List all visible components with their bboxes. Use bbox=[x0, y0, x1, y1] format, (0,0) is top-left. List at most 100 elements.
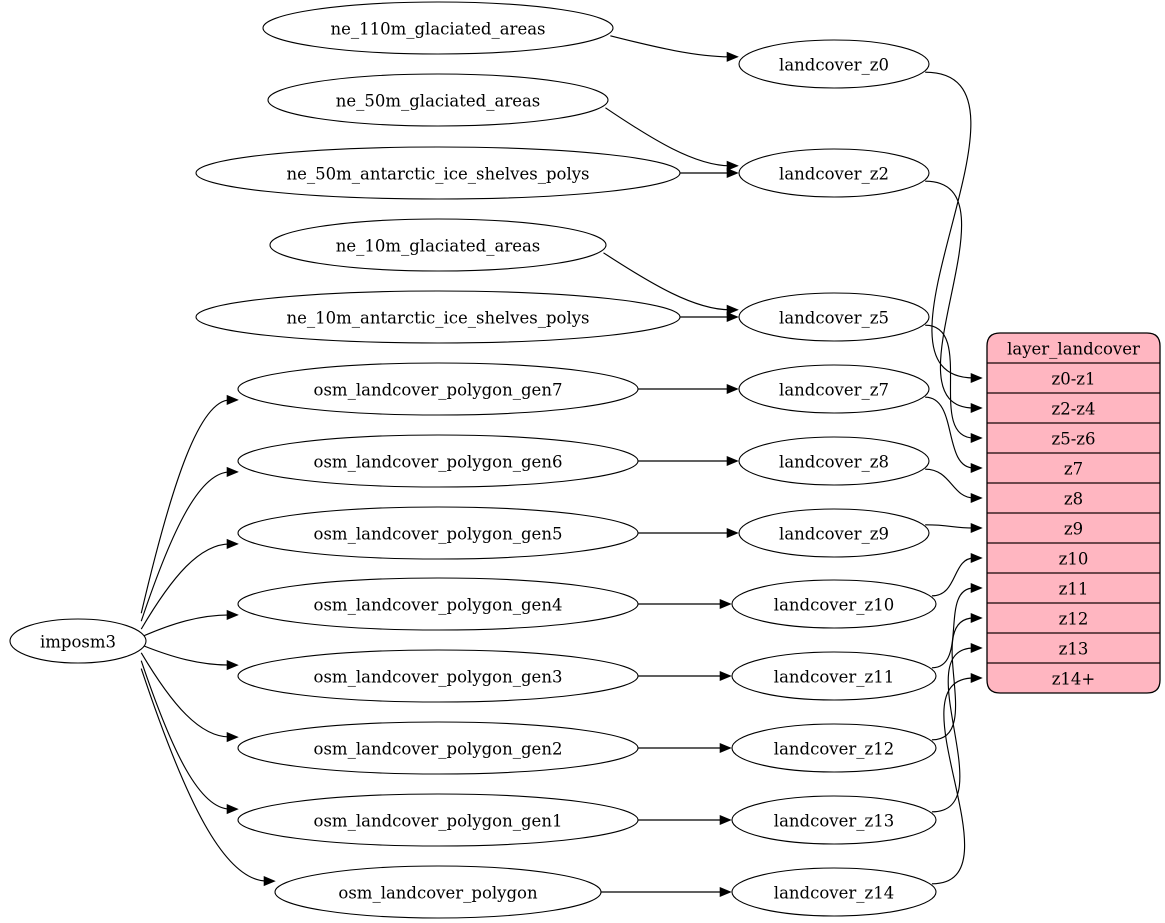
landcover-node-landcover_z10[interactable]: landcover_z10 bbox=[731, 579, 937, 629]
osm-node-osm_landcover_polygon_gen7[interactable]: osm_landcover_polygon_gen7 bbox=[237, 362, 639, 416]
landcover-node-landcover_z14[interactable]: landcover_z14 bbox=[731, 867, 937, 917]
arrow-head bbox=[970, 522, 983, 534]
node-shape-ne_110m_glaciated_areas bbox=[262, 1, 614, 55]
node-shape-landcover_z14 bbox=[731, 867, 937, 917]
node-shape-landcover_z0 bbox=[738, 39, 930, 89]
node-label-imposm3: imposm3 bbox=[40, 633, 116, 652]
node-label-landcover_z10: landcover_z10 bbox=[774, 596, 894, 615]
ne-node-ne_50m_antarctic_ice_shelves_polys[interactable]: ne_50m_antarctic_ice_shelves_polys bbox=[195, 146, 681, 200]
node-label-ne_110m_glaciated_areas: ne_110m_glaciated_areas bbox=[330, 20, 545, 39]
node-shape-landcover_z12 bbox=[731, 723, 937, 773]
node-shape-osm_landcover_polygon_gen4 bbox=[237, 577, 639, 631]
landcover-node-landcover_z13[interactable]: landcover_z13 bbox=[731, 795, 937, 845]
table-row-label-z2-z4: z2-z4 bbox=[1052, 400, 1096, 419]
osm-node-osm_landcover_polygon_gen6[interactable]: osm_landcover_polygon_gen6 bbox=[237, 434, 639, 488]
arrow-head bbox=[970, 372, 983, 384]
arrow-head bbox=[970, 492, 983, 504]
ne-node-ne_50m_glaciated_areas[interactable]: ne_50m_glaciated_areas bbox=[267, 73, 609, 127]
node-label-landcover_z2: landcover_z2 bbox=[779, 165, 889, 184]
node-label-landcover_z5: landcover_z5 bbox=[779, 309, 889, 328]
table-row-z0-z1[interactable]: z0-z1 bbox=[987, 362, 1160, 389]
node-label-landcover_z14: landcover_z14 bbox=[774, 884, 894, 903]
arrow-head bbox=[726, 51, 739, 62]
osm-node-osm_landcover_polygon[interactable]: osm_landcover_polygon bbox=[274, 865, 602, 919]
arrow-head bbox=[719, 886, 732, 898]
landcover-node-landcover_z7[interactable]: landcover_z7 bbox=[738, 364, 930, 414]
arrow-head bbox=[970, 432, 983, 444]
osm-node-osm_landcover_polygon_gen1[interactable]: osm_landcover_polygon_gen1 bbox=[237, 793, 639, 847]
osm-node-osm_landcover_polygon_gen5[interactable]: osm_landcover_polygon_gen5 bbox=[237, 506, 639, 560]
arrow-head bbox=[726, 527, 739, 539]
table-row-z11[interactable]: z11 bbox=[987, 572, 1160, 599]
node-label-osm_landcover_polygon_gen4: osm_landcover_polygon_gen4 bbox=[314, 596, 563, 615]
table-row-z13[interactable]: z13 bbox=[987, 632, 1160, 659]
landcover-node-landcover_z11[interactable]: landcover_z11 bbox=[731, 651, 937, 701]
edge-landcover_z11-to-layer_landcover-z11 bbox=[931, 587, 975, 669]
table-row-z5-z6[interactable]: z5-z6 bbox=[987, 422, 1160, 449]
node-label-osm_landcover_polygon_gen2: osm_landcover_polygon_gen2 bbox=[314, 740, 563, 759]
landcover-node-landcover_z8[interactable]: landcover_z8 bbox=[738, 436, 930, 486]
arrow-head bbox=[726, 383, 739, 395]
node-label-ne_50m_glaciated_areas: ne_50m_glaciated_areas bbox=[336, 92, 541, 111]
ne-node-ne_10m_glaciated_areas[interactable]: ne_10m_glaciated_areas bbox=[269, 218, 607, 272]
edge-landcover_z14-to-layer_landcover-z14- bbox=[931, 677, 975, 885]
source-node-imposm3[interactable]: imposm3 bbox=[9, 618, 147, 664]
node-shape-osm_landcover_polygon_gen3 bbox=[237, 649, 639, 703]
node-label-ne_10m_antarctic_ice_shelves_polys: ne_10m_antarctic_ice_shelves_polys bbox=[286, 309, 589, 328]
edge-landcover_z7-to-layer_landcover-z7 bbox=[925, 396, 975, 469]
osm-node-osm_landcover_polygon_gen3[interactable]: osm_landcover_polygon_gen3 bbox=[237, 649, 639, 703]
arrow-head bbox=[719, 670, 732, 682]
table-row-z8[interactable]: z8 bbox=[987, 482, 1160, 509]
arrow-head bbox=[226, 609, 239, 620]
arrow-head bbox=[970, 552, 983, 564]
osm-node-osm_landcover_polygon_gen2[interactable]: osm_landcover_polygon_gen2 bbox=[237, 721, 639, 775]
table-header-label: layer_landcover bbox=[1007, 340, 1140, 359]
node-label-osm_landcover_polygon_gen7: osm_landcover_polygon_gen7 bbox=[314, 381, 563, 400]
table-row-z12[interactable]: z12 bbox=[987, 602, 1160, 629]
edge-landcover_z10-to-layer_landcover-z10 bbox=[931, 557, 975, 597]
node-shape-landcover_z13 bbox=[731, 795, 937, 845]
table-row-label-z11: z11 bbox=[1059, 580, 1089, 599]
arrow-head bbox=[970, 612, 983, 624]
landcover-node-landcover_z2[interactable]: landcover_z2 bbox=[738, 148, 930, 198]
edge-landcover_z2-to-layer_landcover-z2-z4 bbox=[925, 180, 975, 409]
landcover-node-landcover_z12[interactable]: landcover_z12 bbox=[731, 723, 937, 773]
table-row-z14+[interactable]: z14+ bbox=[987, 662, 1160, 689]
node-shape-ne_50m_glaciated_areas bbox=[267, 73, 609, 127]
osm-node-osm_landcover_polygon_gen4[interactable]: osm_landcover_polygon_gen4 bbox=[237, 577, 639, 631]
arrow-head bbox=[726, 167, 739, 179]
arrow-head bbox=[970, 672, 983, 684]
node-shape-ne_50m_antarctic_ice_shelves_polys bbox=[195, 146, 681, 200]
table-row-z9[interactable]: z9 bbox=[987, 512, 1160, 539]
ne-node-ne_110m_glaciated_areas[interactable]: ne_110m_glaciated_areas bbox=[262, 1, 614, 55]
edge-imposm3-to-osm_landcover_polygon_gen4 bbox=[141, 614, 231, 638]
landcover-node-landcover_z0[interactable]: landcover_z0 bbox=[738, 39, 930, 89]
nodes-layer: ne_110m_glaciated_areas ne_50m_glaciated_… bbox=[9, 1, 937, 919]
ne-node-ne_10m_antarctic_ice_shelves_polys[interactable]: ne_10m_antarctic_ice_shelves_polys bbox=[195, 290, 681, 344]
node-label-osm_landcover_polygon_gen1: osm_landcover_polygon_gen1 bbox=[314, 812, 563, 831]
table-row-z2-z4[interactable]: z2-z4 bbox=[987, 392, 1160, 419]
edge-imposm3-to-osm_landcover_polygon_gen6 bbox=[140, 471, 231, 622]
node-label-osm_landcover_polygon_gen5: osm_landcover_polygon_gen5 bbox=[314, 525, 563, 544]
node-shape-ne_10m_glaciated_areas bbox=[269, 218, 607, 272]
node-label-osm_landcover_polygon: osm_landcover_polygon bbox=[338, 884, 538, 903]
edge-imposm3-to-osm_landcover_polygon_gen7 bbox=[140, 399, 231, 614]
edge-landcover_z9-to-layer_landcover-z9 bbox=[925, 524, 975, 529]
table-row-z10[interactable]: z10 bbox=[987, 542, 1160, 569]
edge-imposm3-to-osm_landcover_polygon_gen5 bbox=[140, 543, 231, 630]
edge-landcover_z8-to-layer_landcover-z8 bbox=[925, 468, 975, 499]
edge-landcover_z13-to-layer_landcover-z13 bbox=[931, 647, 975, 813]
table-outline bbox=[986, 332, 1161, 694]
node-label-osm_landcover_polygon_gen3: osm_landcover_polygon_gen3 bbox=[314, 668, 563, 687]
landcover-node-landcover_z5[interactable]: landcover_z5 bbox=[738, 292, 930, 342]
table-header-row: layer_landcover bbox=[1007, 340, 1140, 359]
edge-landcover_z0-to-layer_landcover-z0-z1 bbox=[925, 71, 975, 379]
landcover-node-landcover_z9[interactable]: landcover_z9 bbox=[738, 508, 930, 558]
edge-ne_50m_glaciated_areas-to-landcover_z2 bbox=[605, 107, 731, 167]
node-shape-landcover_z5 bbox=[738, 292, 930, 342]
arrow-head bbox=[726, 304, 739, 315]
arrow-head bbox=[226, 538, 239, 549]
table-row-z7[interactable]: z7 bbox=[987, 452, 1160, 479]
node-shape-ne_10m_antarctic_ice_shelves_polys bbox=[195, 290, 681, 344]
